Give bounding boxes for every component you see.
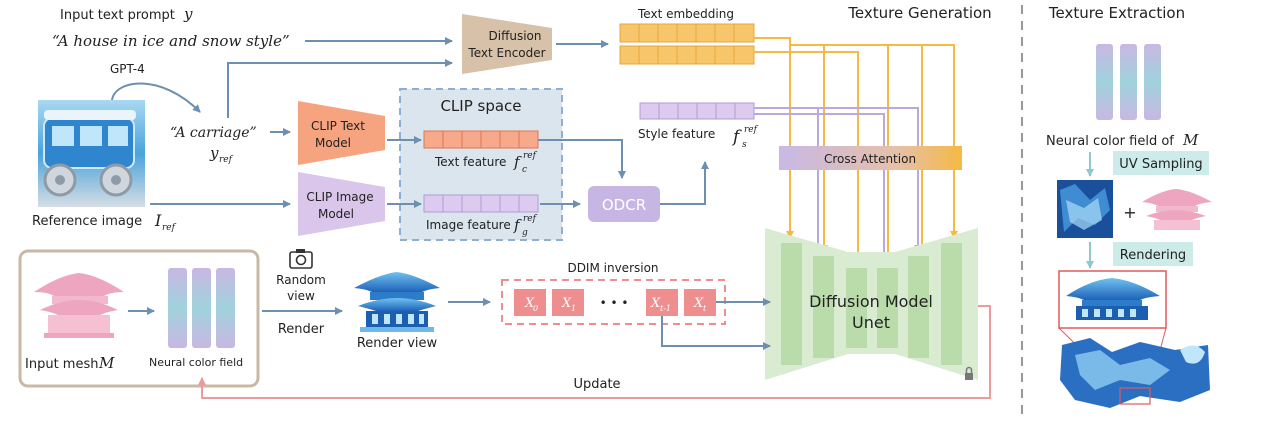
cross-attention-bar: Cross Attention <box>779 146 962 170</box>
diffusion-unet: Diffusion Model Unet <box>765 228 978 380</box>
neural-color-field-extract <box>1096 44 1161 120</box>
encoder-label-2: Text Encoder <box>467 46 545 60</box>
x1-label: X <box>561 296 572 311</box>
uv-texture-map <box>1057 180 1113 238</box>
text-feature-blocks <box>423 130 539 149</box>
camera-icon <box>289 249 313 269</box>
input-mesh <box>34 273 124 338</box>
clip-image-label-2: Model <box>318 207 354 221</box>
text-feature-label: Text feature <box>434 155 506 169</box>
image-feature-blocks <box>423 194 539 213</box>
uv-sampling-tag <box>1113 151 1209 175</box>
xt1-to-unet-arrow <box>661 316 771 350</box>
style-feature-sym: f <box>731 127 742 147</box>
input-prompt-var: y <box>183 5 193 23</box>
ddim-inversion-label: DDIM inversion <box>567 261 658 275</box>
clip-text-label-2: Model <box>315 136 351 150</box>
rendered-result <box>1058 270 1210 408</box>
x0-sub: 0 <box>533 304 538 313</box>
xt-label: X <box>693 296 704 311</box>
odcr-block: ODCR <box>588 186 660 222</box>
lock-icon <box>965 373 973 380</box>
neural-color-field-of-label: Neural color field of <box>1046 134 1174 149</box>
gpt4-arrow <box>111 82 201 113</box>
text-embedding-label: Text embedding <box>637 7 734 21</box>
latent-xt: X t <box>684 289 716 316</box>
text-embedding-blocks <box>619 23 755 65</box>
neural-color-field <box>168 268 235 348</box>
image-feature-label: Image feature <box>426 218 511 232</box>
ref-prompt: “A carriage” <box>170 125 257 141</box>
style-feature-blocks <box>639 102 755 120</box>
style-feature-label: Style feature <box>638 127 715 141</box>
text-feature-sym: f <box>513 153 522 171</box>
encoder-label-1: Diffusion <box>489 29 542 43</box>
latent-x1: X 1 <box>552 289 584 316</box>
unet-label-1: Diffusion Model <box>809 292 933 311</box>
x1-sub: 1 <box>571 304 576 313</box>
odcr-to-style-arrow <box>660 161 709 205</box>
clip-space-label: CLIP space <box>440 97 521 115</box>
reference-image <box>38 100 145 207</box>
image-feature-sym: f <box>513 216 522 234</box>
render-label: Render <box>278 322 325 337</box>
reference-image-label: Reference image <box>32 214 142 229</box>
rendering-label: Rendering <box>1120 248 1186 263</box>
neural-color-field-label: Neural color field <box>149 356 243 369</box>
random-view-label-2: view <box>287 289 315 303</box>
image-feature-sub: g <box>522 228 528 238</box>
ref-prompt-var: y <box>209 144 219 162</box>
update-label: Update <box>573 377 620 392</box>
clip-text-label-1: CLIP Text <box>311 119 365 133</box>
reference-image-sub: ref <box>162 223 177 233</box>
clip-image-label-1: CLIP Image <box>306 190 373 204</box>
input-prompt-label: Input text prompt <box>60 8 175 23</box>
texture-generation-title: Texture Generation <box>847 4 991 22</box>
render-view-label: Render view <box>357 336 438 351</box>
text-feature-sup: ref <box>523 151 538 161</box>
update-loop-arrow <box>198 305 991 399</box>
prompt-quote: “A house in ice and snow style” <box>52 32 290 50</box>
clip-image-model: CLIP Image Model <box>298 172 385 236</box>
render-view-image <box>354 272 440 332</box>
input-mesh-var: M <box>98 354 115 372</box>
xt-sub: t <box>703 304 707 313</box>
latent-x0: X 0 <box>514 289 546 316</box>
neural-color-field-of-var: M <box>1182 131 1199 149</box>
xt1-label: X <box>650 296 661 311</box>
image-feature-sup: ref <box>523 214 538 224</box>
text-feature-sub: c <box>522 165 527 175</box>
style-feature-sub: s <box>742 140 747 150</box>
cross-attention-label: Cross Attention <box>824 152 916 166</box>
style-feature-to-unet-arrows <box>754 107 922 263</box>
latent-xt-1: X t-1 <box>646 289 678 316</box>
input-mesh-frame <box>18 249 260 388</box>
random-view-label-1: Random <box>276 273 326 287</box>
gpt4-label: GPT-4 <box>110 62 145 76</box>
ref-prompt-sub: ref <box>219 155 234 165</box>
latent-ellipsis: • • • <box>600 296 629 310</box>
xt1-sub: t-1 <box>660 304 671 313</box>
clip-text-model: CLIP Text Model <box>298 101 385 165</box>
style-feature-sup: ref <box>744 125 759 135</box>
plus-symbol: + <box>1123 203 1136 222</box>
uv-sampling-label: UV Sampling <box>1119 157 1202 172</box>
x0-label: X <box>524 296 535 311</box>
pink-mesh-small <box>1142 189 1212 230</box>
diffusion-text-encoder: Diffusion Text Encoder <box>462 14 552 74</box>
input-mesh-label: Input mesh <box>25 357 98 372</box>
odcr-label: ODCR <box>602 196 646 214</box>
text-feature-to-odcr-arrow <box>538 139 626 179</box>
texture-extraction-title: Texture Extraction <box>1048 4 1185 22</box>
unet-label-2: Unet <box>852 313 890 332</box>
reference-image-var: I <box>154 211 162 230</box>
y-ref-to-encoder-arrow <box>227 59 453 118</box>
clip-space-box <box>399 88 563 241</box>
rendering-tag <box>1113 242 1193 266</box>
